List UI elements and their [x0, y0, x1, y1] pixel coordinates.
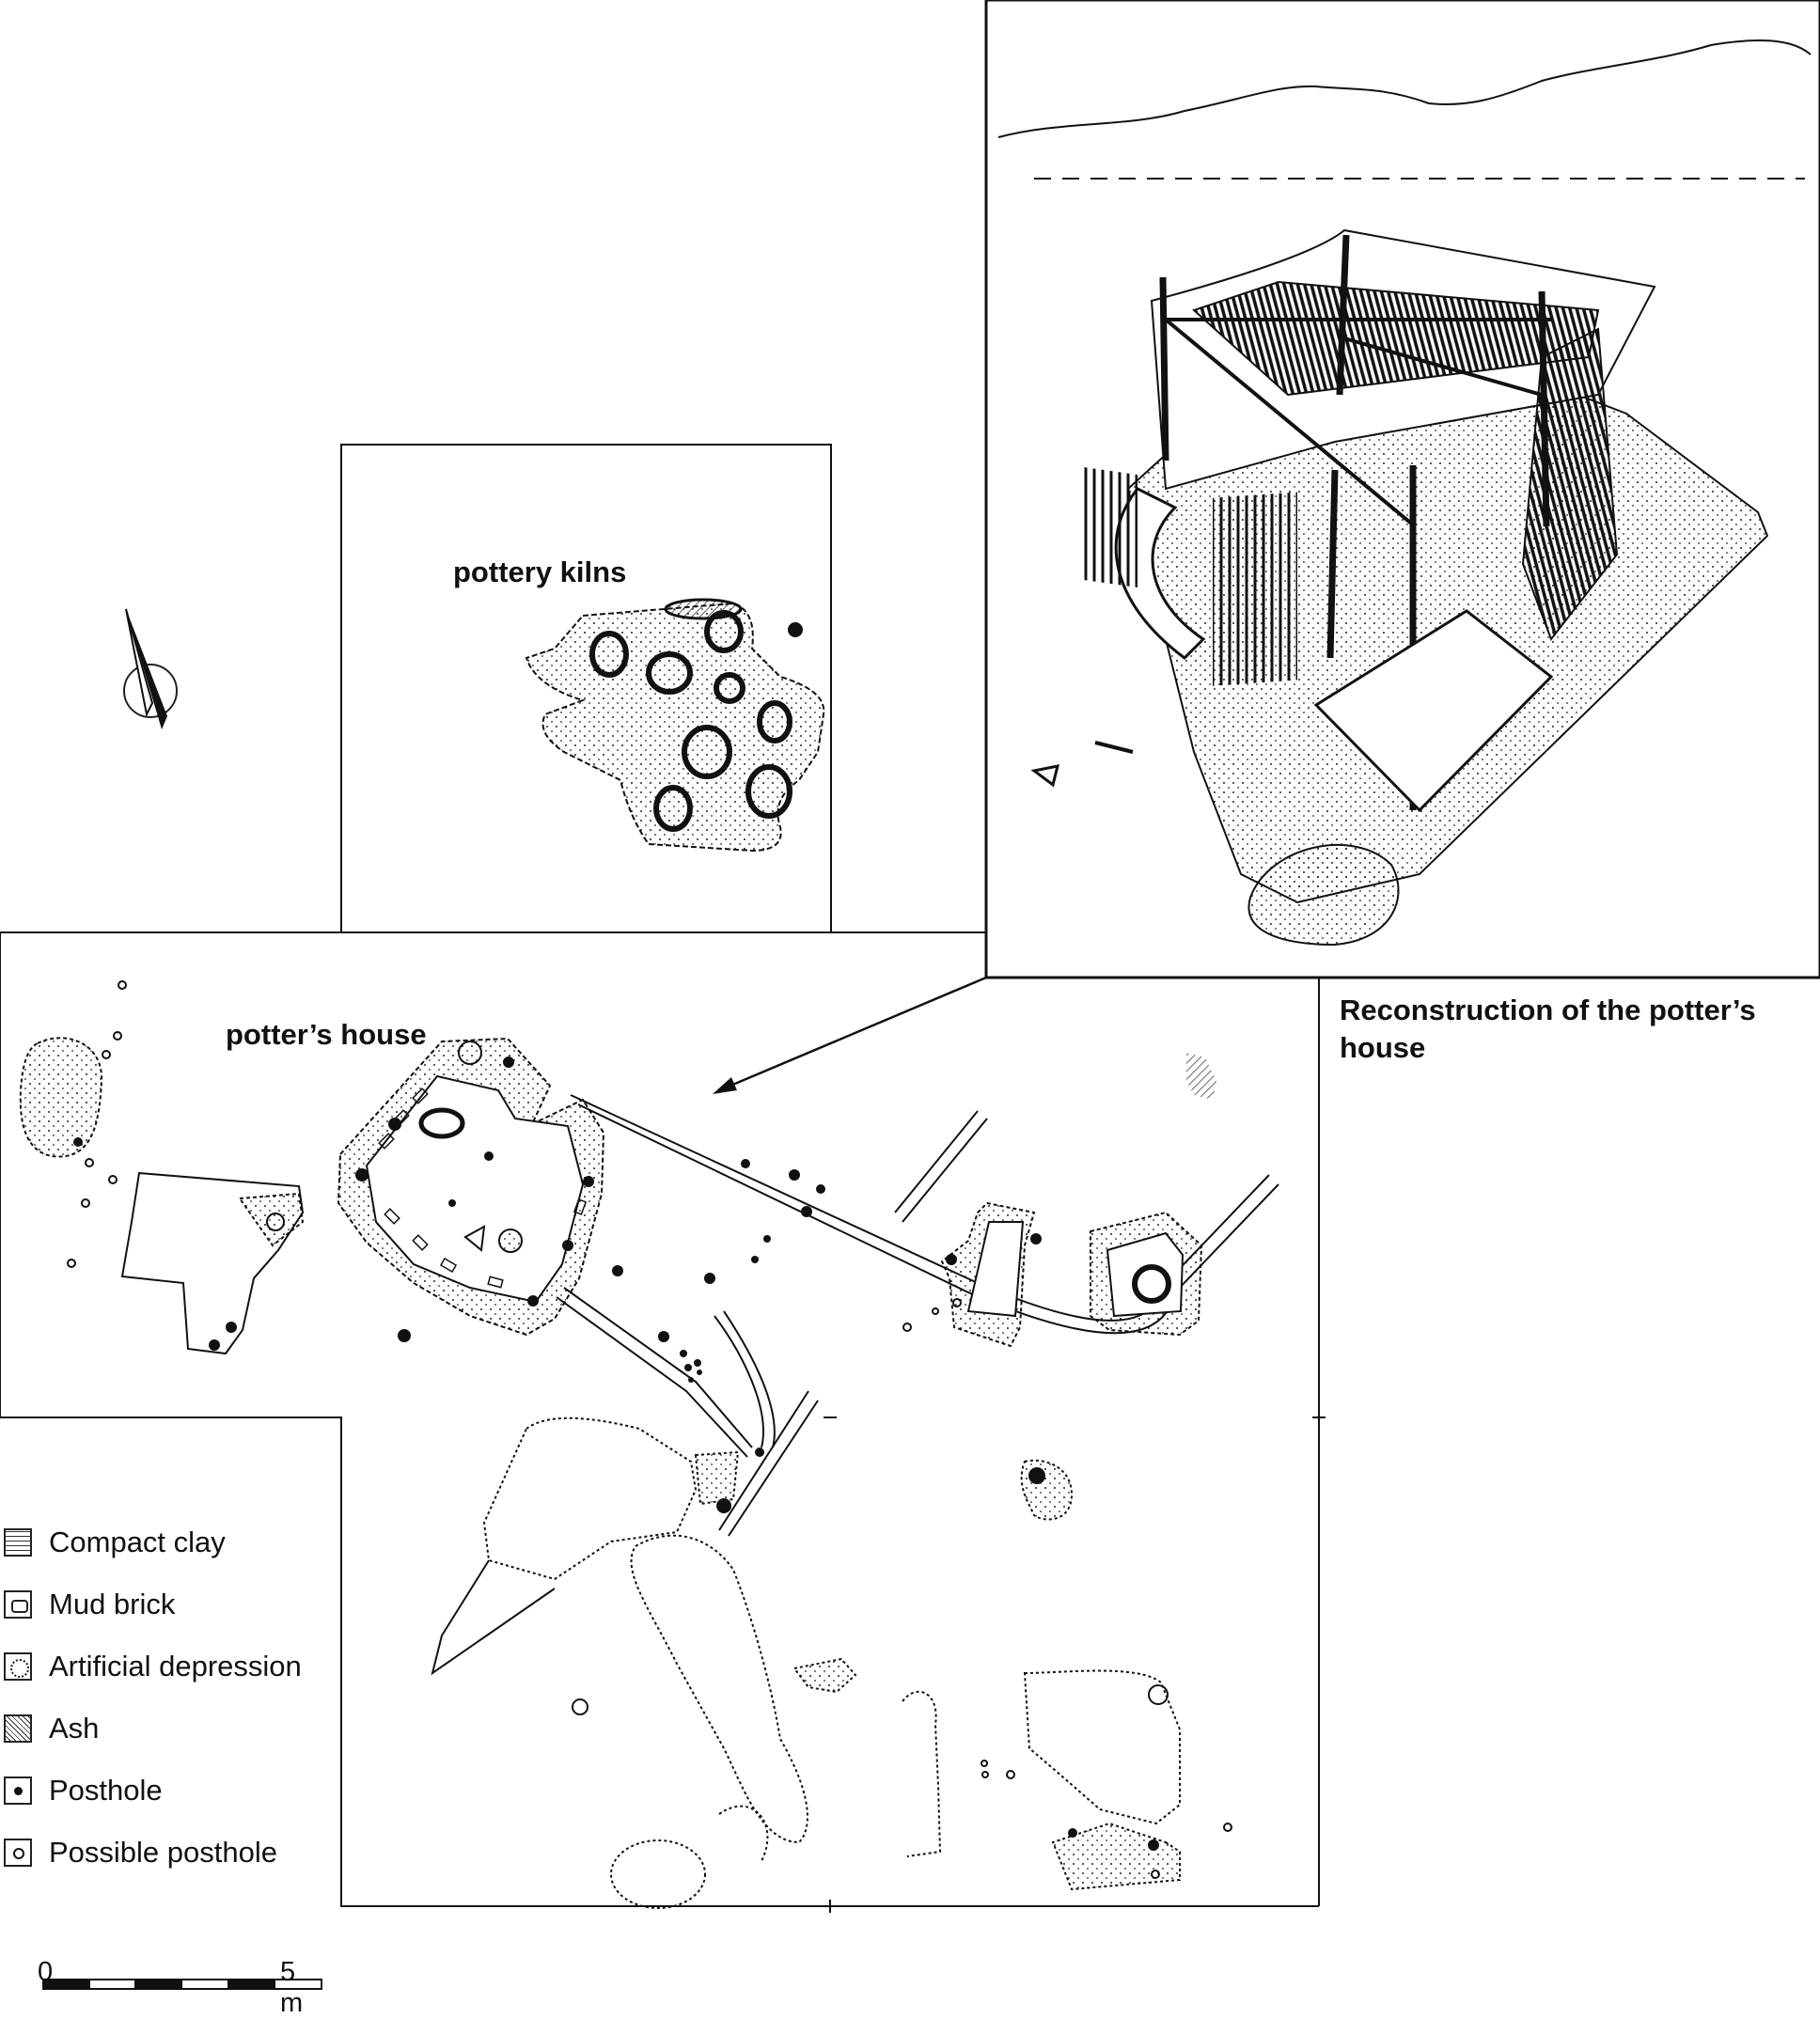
legend-item: Mud brick	[4, 1573, 302, 1636]
scale-start-label: 0	[38, 1957, 54, 1987]
legend-label: Artificial depression	[49, 1650, 302, 1682]
kiln-icon	[589, 610, 792, 832]
artificial-depression-icon	[4, 1652, 32, 1681]
north-arrow-icon	[123, 608, 178, 729]
legend-label: Mud brick	[49, 1588, 176, 1620]
legend-label: Ash	[49, 1712, 100, 1745]
legend: Compact clay Mud brick Artificial depres…	[4, 1511, 302, 1884]
legend-label: Possible posthole	[49, 1836, 277, 1869]
mud-brick-icon	[4, 1590, 32, 1619]
legend-label: Compact clay	[49, 1526, 226, 1558]
left-features	[19, 980, 305, 1355]
legend-item: Posthole	[4, 1760, 302, 1822]
reconstruction-label: Reconstruction of the potter’s house	[1340, 994, 1756, 1064]
potters-house-plan	[337, 1037, 605, 1342]
reconstruction-drawing	[984, 0, 1820, 979]
legend-item: Compact clay	[4, 1511, 302, 1573]
potters-house-label: potter’s house	[226, 1018, 427, 1051]
possible-posthole-icon	[4, 1839, 32, 1867]
posthole-scatter	[612, 1159, 825, 1457]
scale-bar	[42, 1979, 322, 1990]
pottery-kilns-plan	[525, 598, 825, 853]
posthole-icon	[4, 1776, 32, 1805]
legend-item: Artificial depression	[4, 1636, 302, 1698]
scale-labels: 0 5 m	[38, 1957, 322, 2018]
right-features	[902, 1053, 1216, 1348]
pointer-arrow-icon	[713, 976, 987, 1094]
compact-clay-icon	[4, 1528, 32, 1557]
ash-icon	[4, 1714, 32, 1743]
pottery-kilns-label: pottery kilns	[453, 556, 627, 588]
legend-item: Ash	[4, 1698, 302, 1760]
legend-label: Posthole	[49, 1774, 163, 1807]
scale-end-label: 5 m	[280, 1957, 304, 2018]
lower-features	[431, 1416, 1232, 1909]
legend-item: Possible posthole	[4, 1822, 302, 1884]
